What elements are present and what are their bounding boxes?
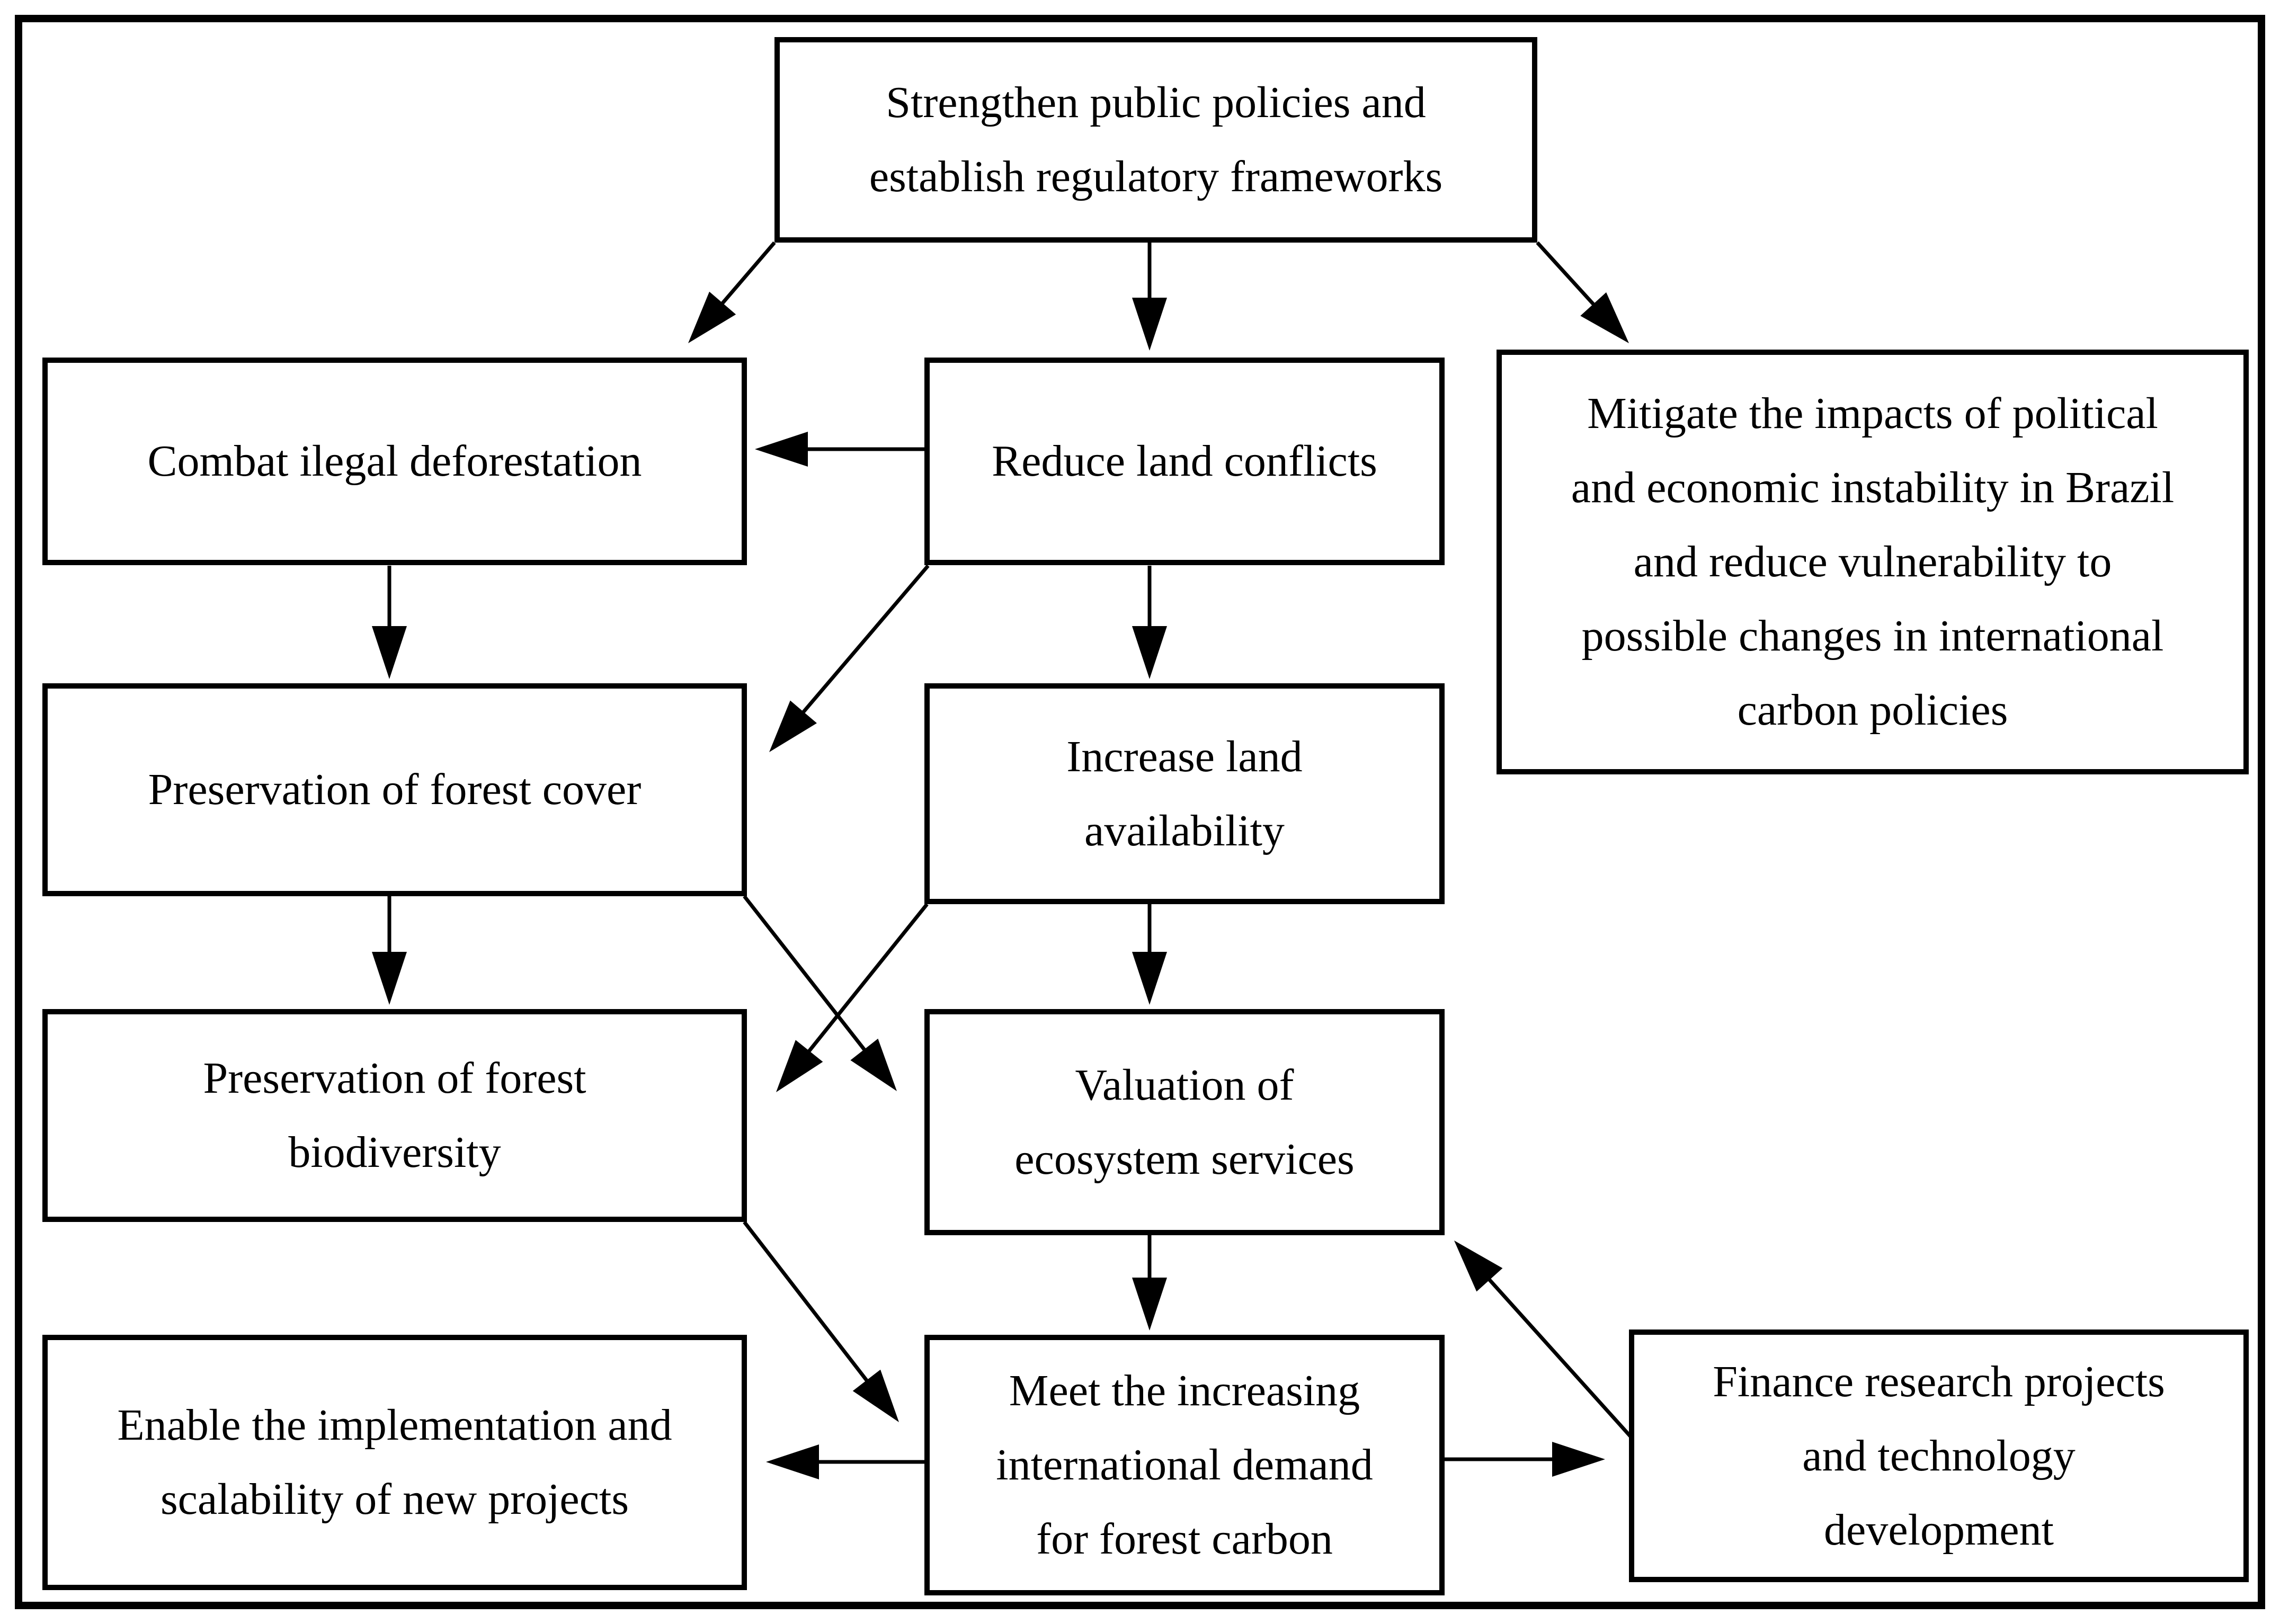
node-valuation-ecosystem-services-label: Valuation of ecosystem services [1014,1060,1355,1184]
node-mitigate-instability: Mitigate the impacts of political and ec… [1497,350,2249,774]
node-combat-deforestation-label: Combat ilegal deforestation [147,436,642,486]
node-finance-research: Finance research projects and technology… [1629,1329,2249,1582]
node-enable-new-projects-label: Enable the implementation and scalabilit… [117,1400,672,1524]
node-increase-land-availability: Increase land availability [924,683,1445,904]
node-meet-carbon-demand-label: Meet the increasing international demand… [996,1366,1373,1564]
node-combat-deforestation: Combat ilegal deforestation [42,358,747,565]
node-reduce-land-conflicts: Reduce land conflicts [924,358,1445,565]
node-mitigate-instability-label: Mitigate the impacts of political and ec… [1571,389,2175,735]
node-strengthen-policies-label: Strengthen public policies and establish… [869,78,1443,201]
node-preservation-forest-cover: Preservation of forest cover [42,683,747,896]
node-strengthen-policies: Strengthen public policies and establish… [774,37,1537,243]
node-valuation-ecosystem-services: Valuation of ecosystem services [924,1009,1445,1235]
node-increase-land-availability-label: Increase land availability [1066,731,1303,855]
node-meet-carbon-demand: Meet the increasing international demand… [924,1335,1445,1595]
node-preservation-forest-cover-label: Preservation of forest cover [148,765,642,814]
node-reduce-land-conflicts-label: Reduce land conflicts [992,436,1377,486]
node-preservation-forest-biodiversity: Preservation of forest biodiversity [42,1009,747,1222]
node-preservation-forest-biodiversity-label: Preservation of forest biodiversity [203,1054,586,1177]
node-finance-research-label: Finance research projects and technology… [1713,1357,2165,1555]
node-enable-new-projects: Enable the implementation and scalabilit… [42,1335,747,1590]
